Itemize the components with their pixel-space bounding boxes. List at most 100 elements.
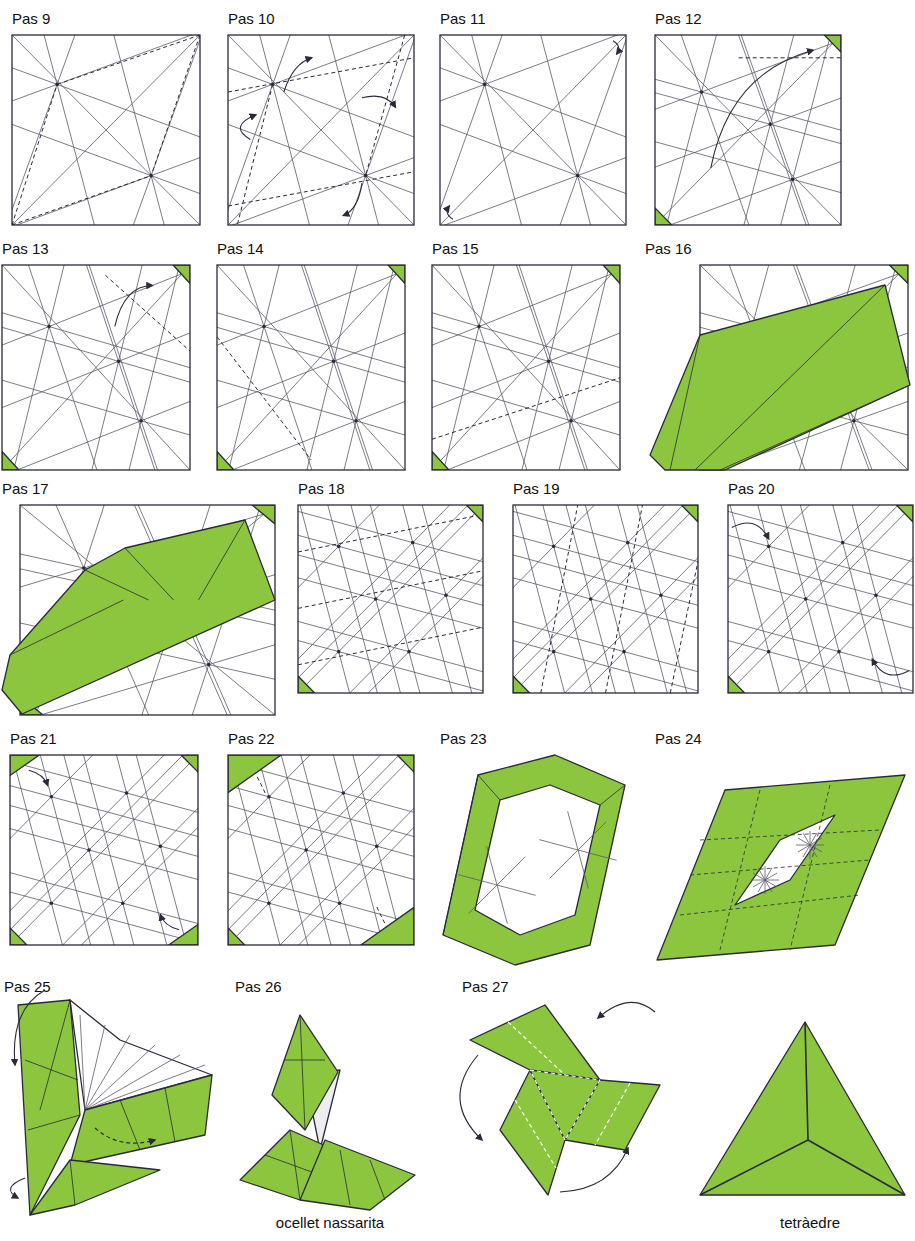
crease-line xyxy=(2,265,190,470)
folded-corner xyxy=(466,505,483,522)
crease-line xyxy=(728,505,913,693)
crease-line xyxy=(690,860,870,875)
crease-line xyxy=(350,505,483,693)
crease-panel xyxy=(0,0,719,817)
crease-line xyxy=(13,265,190,470)
crease-line xyxy=(298,505,483,693)
crease-line xyxy=(44,265,190,470)
inner-hole xyxy=(735,815,835,905)
crease-line xyxy=(10,755,198,945)
valley-fold-line xyxy=(237,84,272,225)
crease-line xyxy=(2,265,178,470)
crease-vertex xyxy=(700,90,704,94)
folded-corner xyxy=(397,755,414,772)
fold-arrow xyxy=(160,915,179,930)
crease-line xyxy=(12,46,200,225)
folded-corner xyxy=(298,676,315,693)
fold-arrow xyxy=(872,659,909,675)
step-label: Pas 22 xyxy=(228,730,275,748)
crease-line xyxy=(40,1000,70,1110)
crease-vertex xyxy=(852,419,856,423)
crease-vertex xyxy=(159,844,163,848)
crease-line xyxy=(680,895,860,915)
crease-line xyxy=(228,35,400,225)
paper-outline xyxy=(10,755,198,945)
crease-line xyxy=(228,805,414,945)
step-24-figure xyxy=(657,775,905,960)
valley-fold-line xyxy=(12,84,57,225)
paper-square xyxy=(217,265,405,470)
crease-line xyxy=(298,505,483,640)
crease-line xyxy=(440,35,581,225)
crease-line xyxy=(228,35,414,214)
crease-line xyxy=(199,520,246,600)
crease-line xyxy=(728,554,913,693)
folded-corner xyxy=(432,452,449,470)
figure-caption: ocellet nassarita xyxy=(220,1214,440,1232)
step-label: Pas 12 xyxy=(655,10,702,28)
paper-outline xyxy=(513,505,698,693)
paper-outline xyxy=(655,35,841,225)
folded-corner xyxy=(228,755,281,793)
valley-fold-line xyxy=(565,1080,600,1140)
folded-wing xyxy=(30,1160,160,1215)
folded-corner xyxy=(252,505,275,524)
crease-vertex xyxy=(407,650,411,654)
crease-lines xyxy=(10,755,198,945)
crease-vertex xyxy=(483,83,487,87)
tetrahedron-shape xyxy=(700,1022,905,1195)
crease-line xyxy=(228,755,402,945)
folded-corner xyxy=(889,265,908,283)
folded-corner xyxy=(824,35,841,52)
crease-vertex xyxy=(207,663,211,667)
paper-outline xyxy=(12,35,200,225)
crease-vertex xyxy=(444,593,448,597)
paper-outline xyxy=(440,35,626,225)
crease-line xyxy=(228,35,414,214)
fold-arrow xyxy=(460,1055,482,1140)
crease-line xyxy=(670,335,700,470)
crease-line xyxy=(440,35,626,225)
crease-lines xyxy=(228,35,414,225)
crease-line xyxy=(720,790,760,950)
crease-vertex xyxy=(149,174,153,178)
crease-line xyxy=(217,265,393,470)
fold-arrow xyxy=(14,990,45,1065)
crease-lines xyxy=(432,265,620,470)
folded-flap xyxy=(650,285,910,470)
valley-fold-line xyxy=(670,561,698,693)
folded-corner xyxy=(173,265,190,283)
crease-line xyxy=(298,505,483,693)
crease-lines xyxy=(440,35,626,225)
folded-corner xyxy=(2,452,19,470)
step-label: Pas 14 xyxy=(217,240,264,258)
paper-square xyxy=(432,265,620,470)
paper-outline xyxy=(217,265,405,470)
crease-lines xyxy=(728,505,913,693)
paper-outline xyxy=(228,35,414,225)
crease-line xyxy=(228,755,414,891)
crease-panel xyxy=(350,0,915,817)
fold-arrow xyxy=(240,115,256,140)
crease-vertex xyxy=(589,597,593,601)
crease-vertex xyxy=(837,650,841,654)
step-label: Pas 20 xyxy=(728,480,775,498)
crease-lines xyxy=(513,505,698,693)
crease-line xyxy=(228,46,414,225)
crease-line xyxy=(474,265,620,470)
tetrahedron-face xyxy=(530,1070,600,1140)
crease-line xyxy=(298,505,483,644)
crease-line xyxy=(370,1160,385,1200)
crease-line xyxy=(54,35,200,225)
valley-fold-line xyxy=(298,514,483,552)
step-label: Pas 21 xyxy=(10,730,57,748)
crease-vertex xyxy=(354,419,358,423)
crease-vertex xyxy=(139,419,143,423)
tetrahedron-flap xyxy=(470,1005,600,1080)
crease-vertex xyxy=(364,174,368,178)
fold-arrow xyxy=(732,523,769,539)
crease-line xyxy=(281,755,414,945)
crease-line xyxy=(125,548,174,600)
crease-line xyxy=(513,505,698,693)
step-label: Pas 19 xyxy=(513,480,560,498)
